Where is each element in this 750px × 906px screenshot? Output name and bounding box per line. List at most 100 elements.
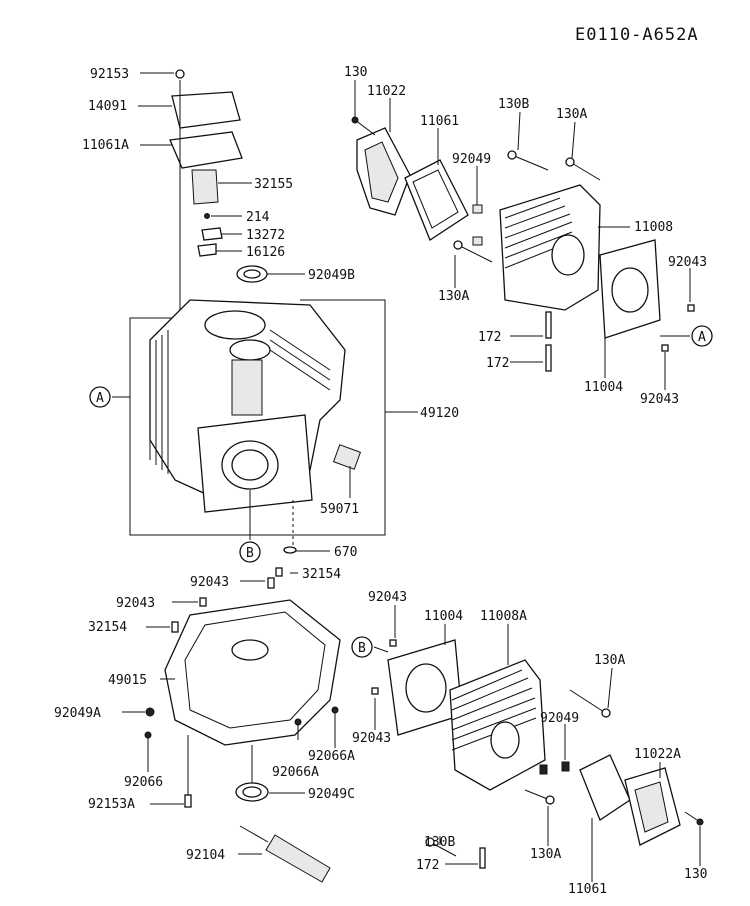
crank-tower: [231, 359, 263, 416]
o-ring-670: [283, 546, 297, 554]
label-92066A: 92066A: [272, 765, 319, 780]
label-130A-h: 130A: [594, 653, 625, 668]
label-92043-h2: 92043: [352, 731, 391, 746]
label-92049C: 92049C: [308, 787, 355, 802]
label-92049B: 92049B: [308, 268, 355, 283]
label-11008: 11008: [634, 220, 673, 235]
bolt-130A-h: [569, 689, 605, 713]
label-14091: 14091: [88, 99, 127, 114]
seal-92049-h: [539, 764, 548, 775]
screw-214: [204, 213, 210, 219]
label-32154-c: 32154: [302, 567, 341, 582]
label-49120: 49120: [420, 406, 459, 421]
plate-13272: [201, 227, 223, 241]
bolt-92153: [175, 69, 185, 79]
breather-32155: [191, 169, 219, 205]
seal-92049A: [145, 707, 155, 717]
cylinder-head-lower-group: 92043 11004 11008A 130A 92043 92049 1102…: [351, 590, 707, 897]
label-130A-h2: 130A: [530, 847, 561, 862]
bolt-130A: [569, 161, 601, 181]
label-92049: 92049: [452, 152, 491, 167]
dowel-32154: [275, 567, 283, 577]
bolt-130B-h: [429, 841, 457, 857]
label-92049A: 92049A: [54, 706, 101, 721]
plug-92066: [144, 731, 152, 739]
label-92153A: 92153A: [88, 797, 135, 812]
gasket-11061A: [169, 131, 243, 169]
crankcase-49015: [164, 599, 341, 746]
svg-text:B: B: [246, 546, 254, 561]
svg-text:B: B: [358, 641, 366, 656]
cover-plate-14091: [171, 91, 241, 129]
label-11022A: 11022A: [634, 747, 681, 762]
label-11004: 11004: [584, 380, 623, 395]
top-cylinder-bore: [204, 310, 266, 340]
label-670: 670: [334, 545, 357, 560]
diagram-code: E0110-A652A: [575, 25, 699, 45]
label-130A-2: 130A: [438, 289, 469, 304]
label-130B: 130B: [498, 97, 529, 112]
label-130-h: 130: [684, 867, 707, 882]
gasket-11061-lower: [579, 754, 631, 821]
plug-92066A: [331, 706, 339, 714]
label-172-h: 172: [416, 858, 439, 873]
crankcase-group: 92043 32154 92043 32154 49015 92049A 920…: [54, 567, 355, 883]
label-92043-h: 92043: [368, 590, 407, 605]
label-11061A: 11061A: [82, 138, 129, 153]
cylinder-head-11008: [499, 184, 601, 311]
bolt-92153A: [184, 794, 192, 808]
pin-92043-2: [661, 344, 669, 352]
label-92043-c: 92043: [190, 575, 229, 590]
pin-92043-h: [389, 639, 397, 647]
label-92153: 92153: [90, 67, 129, 82]
label-130: 130: [344, 65, 367, 80]
cylinder-head-upper-group: 130 11022 11061 130B 130A 92049 11008 13…: [344, 65, 713, 407]
label-49015: 49015: [108, 673, 147, 688]
bolt-130A-2: [457, 244, 493, 263]
label-13272: 13272: [246, 228, 285, 243]
label-92043-c2: 92043: [116, 596, 155, 611]
stud-172-2: [545, 344, 552, 372]
label-92066: 92066: [124, 775, 163, 790]
label-32155: 32155: [254, 177, 293, 192]
assembly-bracket-49120: [129, 299, 386, 536]
bolt-130: [354, 119, 376, 136]
label-32154-c2: 32154: [88, 620, 127, 635]
cylinder-fins: [149, 329, 331, 474]
stud-172: [545, 311, 552, 339]
svg-text:A: A: [698, 330, 706, 345]
label-11061-h: 11061: [568, 882, 607, 897]
pin-92043-c2: [199, 597, 207, 607]
label-92043-2: 92043: [640, 392, 679, 407]
label-130A: 130A: [556, 107, 587, 122]
pin-92043: [687, 304, 695, 312]
plug-92066A-2: [294, 718, 302, 726]
label-92104: 92104: [186, 848, 225, 863]
callout-A-left: [89, 386, 111, 408]
cylinder-block-group: 92153 14091 11061A 32155 214 13272 16126…: [82, 67, 459, 563]
callout-B-right: [351, 636, 373, 658]
pin-92043-c: [267, 577, 275, 589]
label-16126: 16126: [246, 245, 285, 260]
pin-92043-h2: [371, 687, 379, 695]
label-214: 214: [246, 210, 270, 225]
sealant-tube-92104: [265, 834, 331, 883]
stud-172-h: [479, 847, 486, 869]
bolt-130B: [511, 154, 549, 171]
head-fins-lower: [451, 669, 537, 751]
seal-92049: [472, 204, 483, 214]
label-59071: 59071: [320, 502, 359, 517]
label-92043: 92043: [668, 255, 707, 270]
crank-bore: [229, 339, 271, 361]
callout-A-right: [691, 325, 713, 347]
label-92066A-2: 92066A: [308, 749, 355, 764]
label-11061: 11061: [420, 114, 459, 129]
label-11008A: 11008A: [480, 609, 527, 624]
dowel-32154-c2: [171, 621, 179, 633]
label-130B-h: 130B: [424, 835, 455, 850]
filter-59071: [332, 444, 362, 470]
label-172: 172: [478, 330, 501, 345]
label-172-2: 172: [486, 356, 509, 371]
plate-16126: [197, 243, 217, 257]
